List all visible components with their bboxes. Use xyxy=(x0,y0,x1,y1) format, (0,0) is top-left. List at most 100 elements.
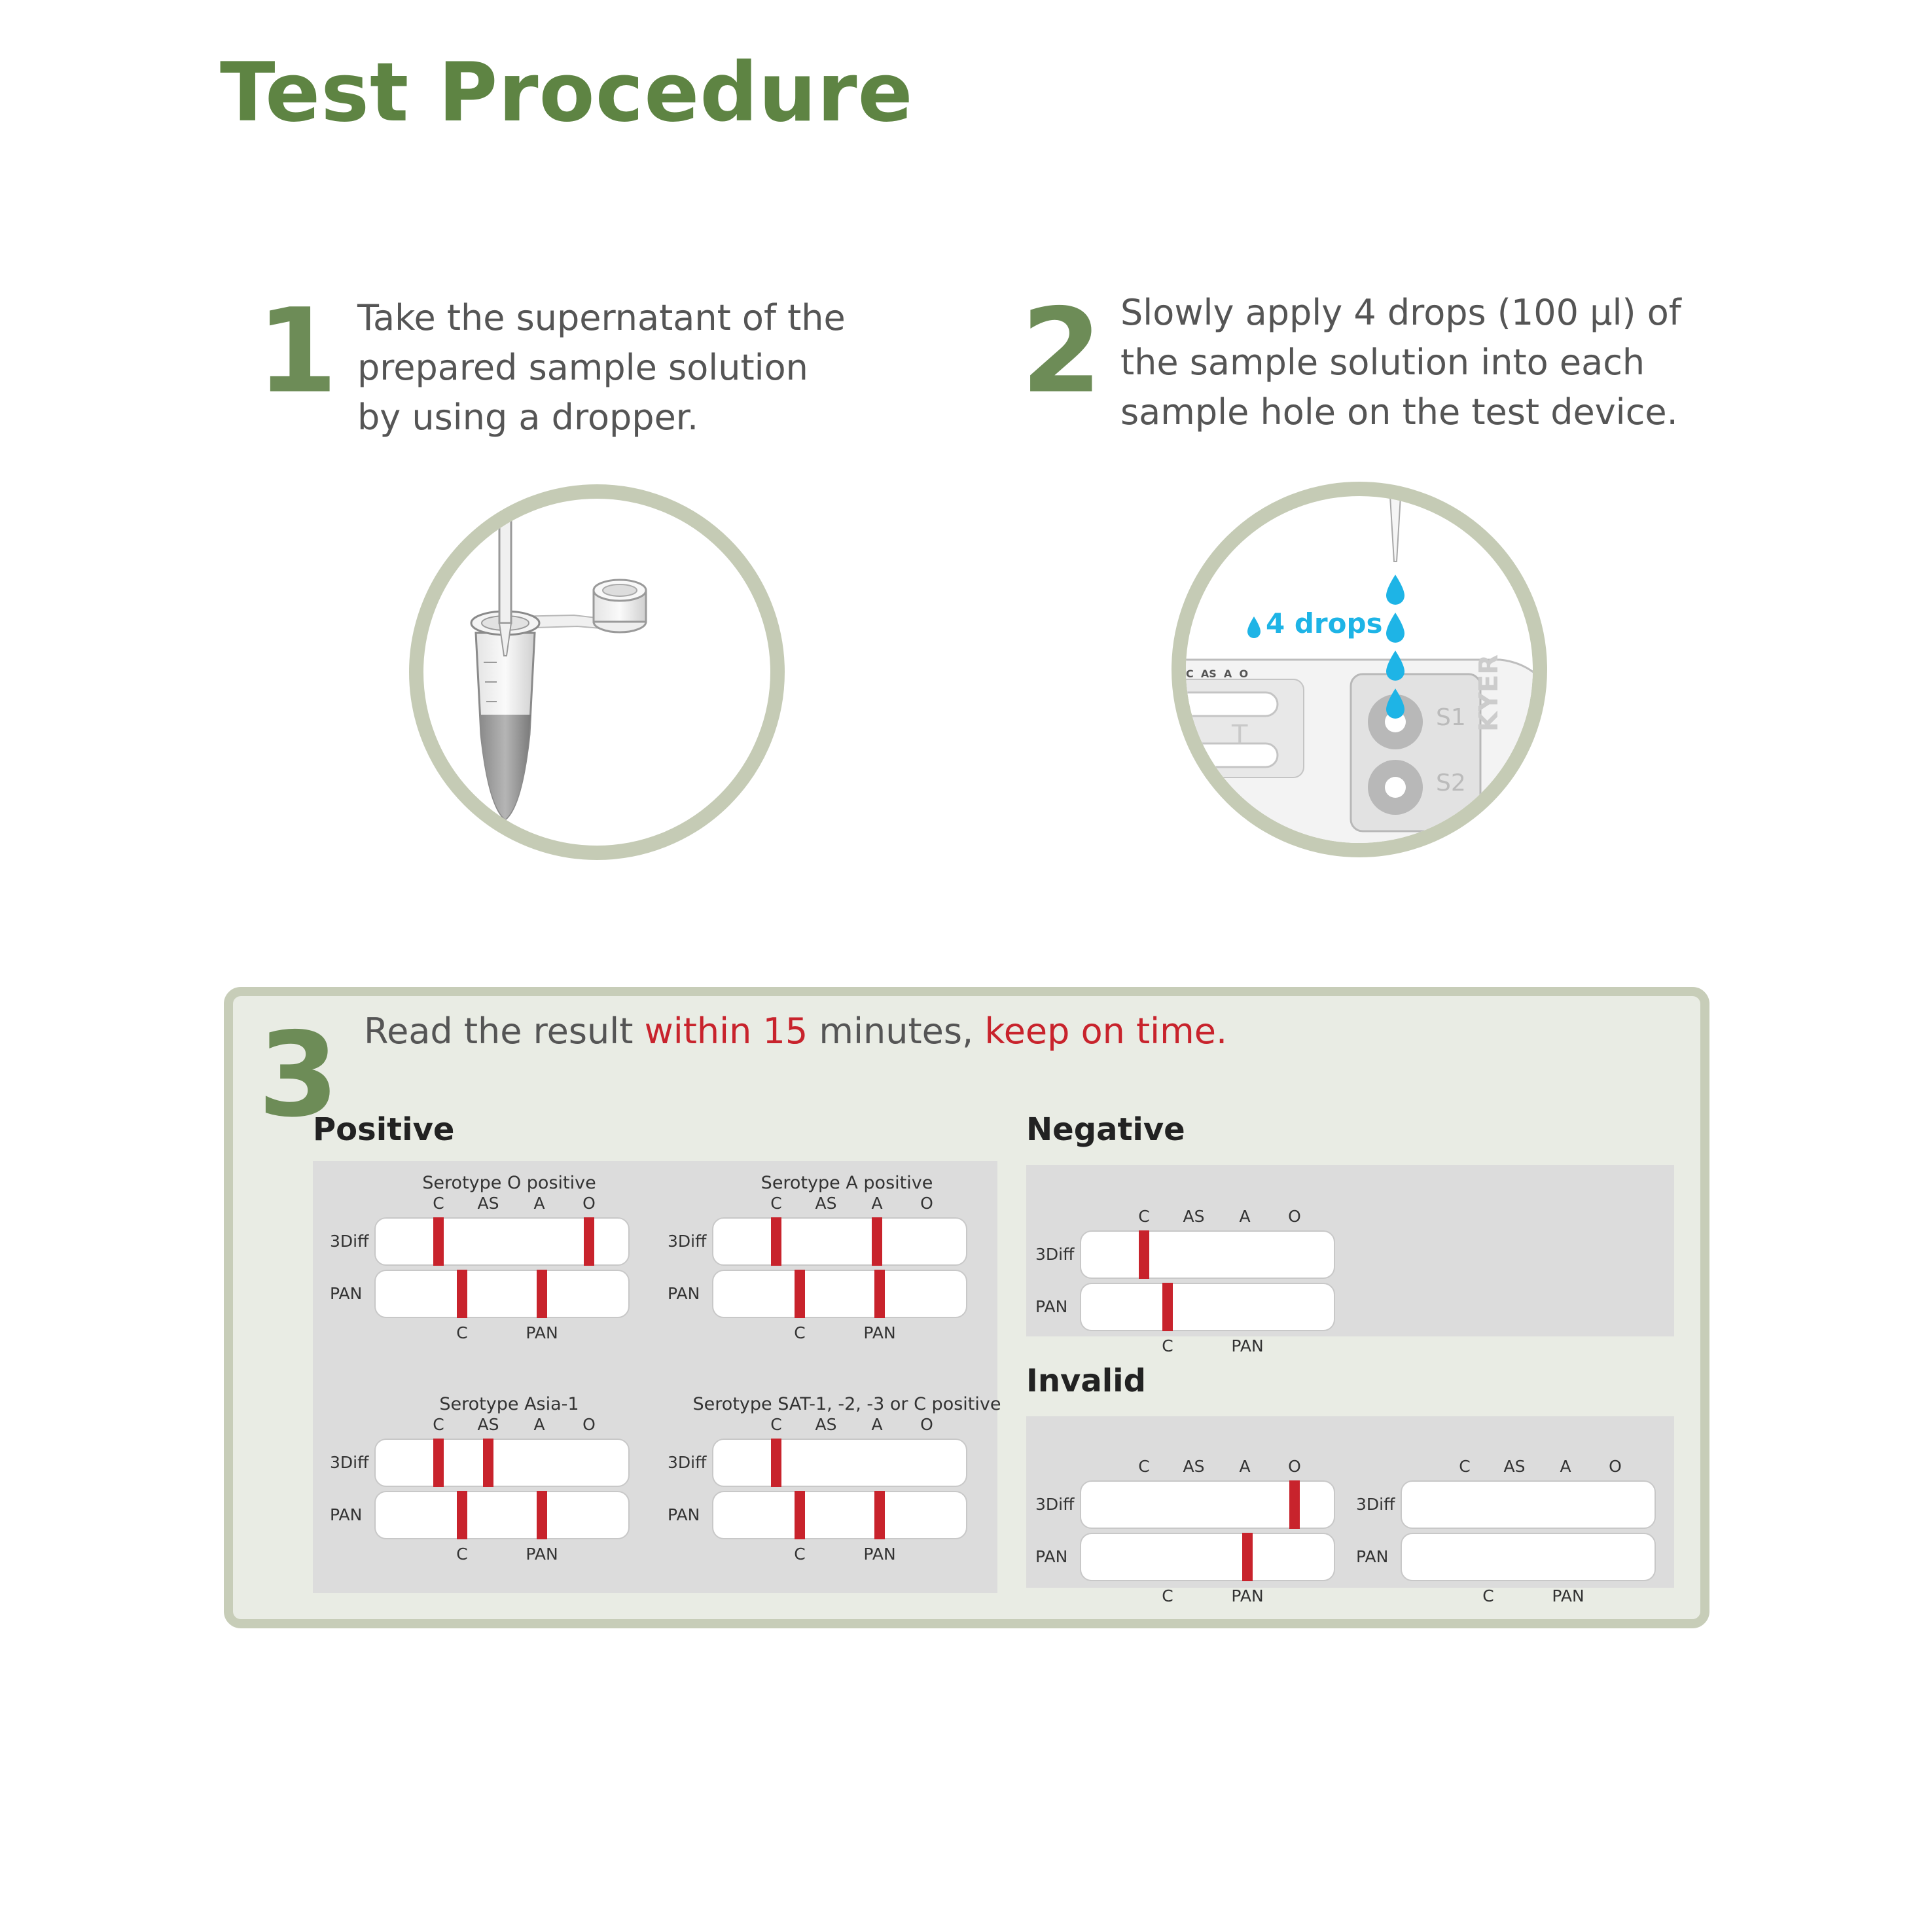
drops-label: 4 drops xyxy=(1266,607,1383,639)
strip-top-label: AS xyxy=(815,1194,837,1213)
strip-3diff xyxy=(712,1439,967,1487)
step-3-text: Read the result within 15 minutes, keep … xyxy=(364,1011,1227,1052)
red-band xyxy=(537,1270,547,1318)
strip-top-label: A xyxy=(1239,1207,1251,1226)
strip-top-label: A xyxy=(871,1194,883,1213)
row-label-pan: PAN xyxy=(668,1505,700,1524)
strip-bottom-label: C xyxy=(1482,1586,1494,1605)
row-label-3diff: 3Diff xyxy=(330,1232,369,1251)
strip-top-label: AS xyxy=(1183,1207,1205,1226)
row-label-3diff: 3Diff xyxy=(330,1453,369,1472)
row-label-3diff: 3Diff xyxy=(668,1453,707,1472)
strip-3diff xyxy=(1080,1480,1335,1529)
strip-top-label: A xyxy=(533,1415,545,1434)
red-band xyxy=(457,1491,467,1539)
step-3-text-d: keep on time. xyxy=(984,1011,1228,1052)
strip-top-label: O xyxy=(1288,1207,1301,1226)
row-label-3diff: 3Diff xyxy=(1356,1495,1395,1514)
strip-3diff xyxy=(1080,1230,1335,1279)
device-top-labels: C AS A O xyxy=(1186,668,1249,680)
strip-top-label: AS xyxy=(477,1415,499,1434)
red-band xyxy=(874,1270,885,1318)
strip-top-label: AS xyxy=(1183,1457,1205,1476)
strip-top-label: A xyxy=(533,1194,545,1213)
strip-top-label: C xyxy=(1138,1207,1150,1226)
row-label-pan: PAN xyxy=(330,1284,363,1303)
step-1-number: 1 xyxy=(257,283,338,419)
step-3-text-a: Read the result xyxy=(364,1011,645,1052)
strip-3diff xyxy=(1401,1480,1656,1529)
device-s2-label: S2 xyxy=(1436,770,1466,796)
red-band xyxy=(537,1491,547,1539)
step-1-text: Take the supernatant of the prepared sam… xyxy=(357,293,846,442)
strip-bottom-label: PAN xyxy=(526,1545,558,1564)
device-s1-label: S1 xyxy=(1436,704,1466,731)
page-title: Test Procedure xyxy=(220,46,914,140)
red-band xyxy=(1139,1230,1149,1279)
strip-bottom-label: C xyxy=(794,1545,806,1564)
strip-top-label: C xyxy=(433,1415,444,1434)
strip-top-label: O xyxy=(920,1415,933,1434)
diagram-title: Serotype A positive xyxy=(760,1173,933,1193)
diagram-title: Serotype Asia-1 xyxy=(439,1394,579,1414)
row-label-pan: PAN xyxy=(1356,1547,1389,1566)
strip-top-label: C xyxy=(433,1194,444,1213)
step-2-line-2: the sample solution into each xyxy=(1120,342,1645,383)
strip-bottom-label: C xyxy=(456,1323,468,1342)
dropper-tube-icon xyxy=(470,499,647,821)
step-2-number: 2 xyxy=(1021,283,1102,419)
row-label-3diff: 3Diff xyxy=(1035,1245,1075,1264)
red-band xyxy=(874,1491,885,1539)
strip-bottom-label: C xyxy=(456,1545,468,1564)
strip-pan xyxy=(712,1491,967,1539)
strip-3diff xyxy=(374,1439,630,1487)
strip-bottom-label: PAN xyxy=(863,1323,896,1342)
strip-top-label: O xyxy=(920,1194,933,1213)
row-label-3diff: 3Diff xyxy=(668,1232,707,1251)
step-2-line-1: Slowly apply 4 drops (100 µl) of xyxy=(1120,292,1681,333)
step-3-text-b: within 15 xyxy=(644,1011,808,1052)
strip-pan xyxy=(374,1491,630,1539)
step-2-text: Slowly apply 4 drops (100 µl) of the sam… xyxy=(1120,288,1681,437)
strip-top-label: C xyxy=(770,1194,782,1213)
strip-top-label: AS xyxy=(477,1194,499,1213)
strip-3diff xyxy=(712,1217,967,1266)
strip-top-label: A xyxy=(1560,1457,1571,1476)
strip-pan xyxy=(712,1270,967,1318)
strip-pan xyxy=(1401,1533,1656,1581)
red-band xyxy=(1289,1480,1300,1529)
strip-3diff xyxy=(374,1217,630,1266)
red-band xyxy=(1162,1283,1173,1331)
red-band xyxy=(584,1217,594,1266)
positive-heading: Positive xyxy=(313,1111,455,1148)
diagram-title: Serotype O positive xyxy=(422,1173,596,1193)
red-band xyxy=(795,1491,805,1539)
row-label-pan: PAN xyxy=(668,1284,700,1303)
strip-top-label: O xyxy=(1288,1457,1301,1476)
strip-top-label: C xyxy=(1138,1457,1150,1476)
strip-bottom-label: PAN xyxy=(526,1323,558,1342)
strip-pan xyxy=(1080,1533,1335,1581)
strip-top-label: O xyxy=(582,1415,596,1434)
red-band xyxy=(483,1439,493,1487)
invalid-heading: Invalid xyxy=(1026,1363,1146,1399)
red-band xyxy=(771,1439,781,1487)
strip-bottom-label: C xyxy=(1162,1336,1173,1355)
red-band xyxy=(433,1439,444,1487)
strip-pan xyxy=(1080,1283,1335,1331)
step-2-line-3: sample hole on the test device. xyxy=(1120,391,1678,433)
strip-bottom-label: PAN xyxy=(863,1545,896,1564)
strip-bottom-label: PAN xyxy=(1552,1586,1584,1605)
step-3-number: 3 xyxy=(258,1007,339,1143)
strip-top-label: O xyxy=(1609,1457,1622,1476)
strip-bottom-label: C xyxy=(794,1323,806,1342)
red-band xyxy=(795,1270,805,1318)
strip-top-label: AS xyxy=(1503,1457,1526,1476)
strip-bottom-label: PAN xyxy=(1231,1336,1264,1355)
row-label-pan: PAN xyxy=(1035,1547,1068,1566)
strip-top-label: O xyxy=(582,1194,596,1213)
red-band xyxy=(872,1217,882,1266)
drop-icons xyxy=(1247,575,1404,719)
red-band xyxy=(457,1270,467,1318)
